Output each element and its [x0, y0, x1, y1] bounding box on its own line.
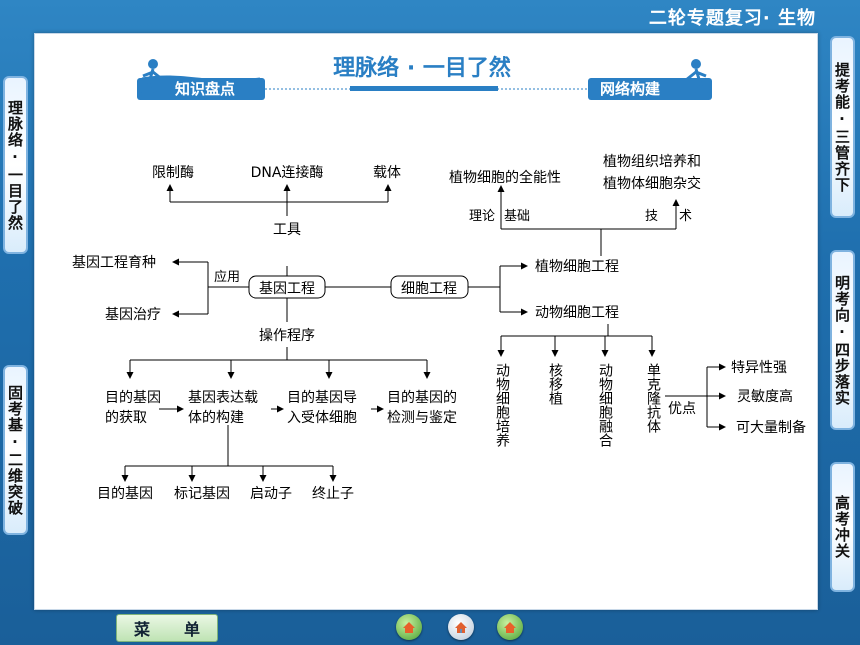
step-4-line-2: 检测与鉴定 [387, 410, 457, 426]
advantage-sensitivity: 灵敏度高 [737, 388, 793, 405]
tech-label-2: 术 [679, 209, 692, 224]
runner-right-icon [685, 59, 710, 97]
tool-vector: 载体 [373, 165, 401, 181]
menu-button[interactable]: 菜 单 [116, 614, 218, 642]
animal-tech-cell-fusion: 动物细胞融合 [597, 363, 613, 447]
tab-overview[interactable]: 理脉络·一目了然 [3, 76, 28, 254]
banner-left-box [137, 78, 265, 100]
gene-engineering-box [248, 275, 326, 299]
concept-map: 知识盘点 理脉络 · 一目了然 网络构建 [72, 55, 806, 502]
advantage-specificity: 特异性强 [731, 360, 787, 376]
animal-tech-culture: 动物细胞培养 [494, 363, 510, 447]
step-1-line-2: 的获取 [105, 410, 147, 426]
banner-left-label: 知识盘点 [175, 80, 235, 98]
subject-title: 二轮专题复习· 生物 [648, 8, 816, 29]
tab-exam-label: 高考冲关 [833, 495, 851, 559]
cell-engineering-box [390, 275, 469, 299]
banner-title: 理脉络 · 一目了然 [333, 55, 511, 81]
home-right-icon[interactable] [497, 614, 523, 640]
tab-exam[interactable]: 高考冲关 [830, 462, 855, 592]
tab-direction-label: 明考向·四步落实 [833, 274, 851, 406]
tool-label: 工具 [273, 222, 301, 238]
apply-label: 应用 [214, 269, 240, 285]
plant-tech-line-2: 植物体细胞杂交 [603, 175, 701, 192]
step-3-line-1: 目的基因导 [287, 389, 357, 406]
home-icon[interactable] [448, 614, 474, 640]
tool-dna-ligase: DNA连接酶 [251, 164, 324, 181]
animal-tech-nuclear-transfer: 核移植 [547, 363, 563, 405]
menu-label-1: 菜 [133, 620, 150, 639]
application-therapy: 基因治疗 [105, 306, 161, 323]
theory-label: 理论 [469, 209, 495, 224]
step-2-line-2: 体的构建 [188, 410, 244, 426]
animal-tech-monoclonal-antibody: 单克隆抗体 [645, 363, 661, 433]
tool-restriction-enzyme: 限制酶 [152, 165, 194, 181]
step-1-line-1: 目的基因 [105, 389, 161, 406]
animal-cell-engineering: 动物细胞工程 [535, 305, 619, 321]
gene-engineering-label: 基因工程 [259, 280, 315, 297]
tab-ability[interactable]: 提考能·三管齐下 [830, 36, 855, 218]
plant-cell-engineering: 植物细胞工程 [535, 259, 619, 275]
advantage-mass-production: 可大量制备 [736, 419, 806, 436]
banner-right-label: 网络构建 [600, 80, 661, 98]
banner: 知识盘点 理脉络 · 一目了然 网络构建 [137, 55, 712, 100]
cell-engineering-label: 细胞工程 [401, 281, 457, 297]
step-4-line-1: 目的基因的 [387, 389, 457, 406]
basis-label: 基础 [504, 209, 530, 224]
tab-overview-label: 理脉络·一目了然 [6, 99, 24, 231]
tech-label-1: 技 [645, 209, 658, 224]
part-promoter: 启动子 [250, 486, 292, 502]
tab-basics-label: 固考基·二维突破 [6, 384, 24, 516]
application-breeding: 基因工程育种 [72, 254, 156, 271]
content-panel: 知识盘点 理脉络 · 一目了然 网络构建 [34, 33, 818, 610]
step-2-line-1: 基因表达载 [188, 389, 258, 406]
plant-theory: 植物细胞的全能性 [449, 169, 561, 186]
part-terminator: 终止子 [312, 486, 354, 502]
menu-label-2: 单 [183, 620, 200, 639]
plant-tech-line-1: 植物组织培养和 [603, 154, 701, 170]
tab-basics[interactable]: 固考基·二维突破 [3, 365, 28, 535]
home-left-icon[interactable] [396, 614, 422, 640]
part-target-gene: 目的基因 [97, 485, 153, 502]
tab-direction[interactable]: 明考向·四步落实 [830, 250, 855, 430]
step-3-line-2: 入受体细胞 [287, 410, 357, 426]
banner-right-box [588, 78, 712, 100]
tab-ability-label: 提考能·三管齐下 [833, 61, 851, 193]
procedure-label: 操作程序 [259, 328, 315, 344]
advantage-label: 优点 [668, 401, 696, 417]
part-marker-gene: 标记基因 [174, 485, 230, 502]
runner-left-icon [139, 59, 164, 97]
